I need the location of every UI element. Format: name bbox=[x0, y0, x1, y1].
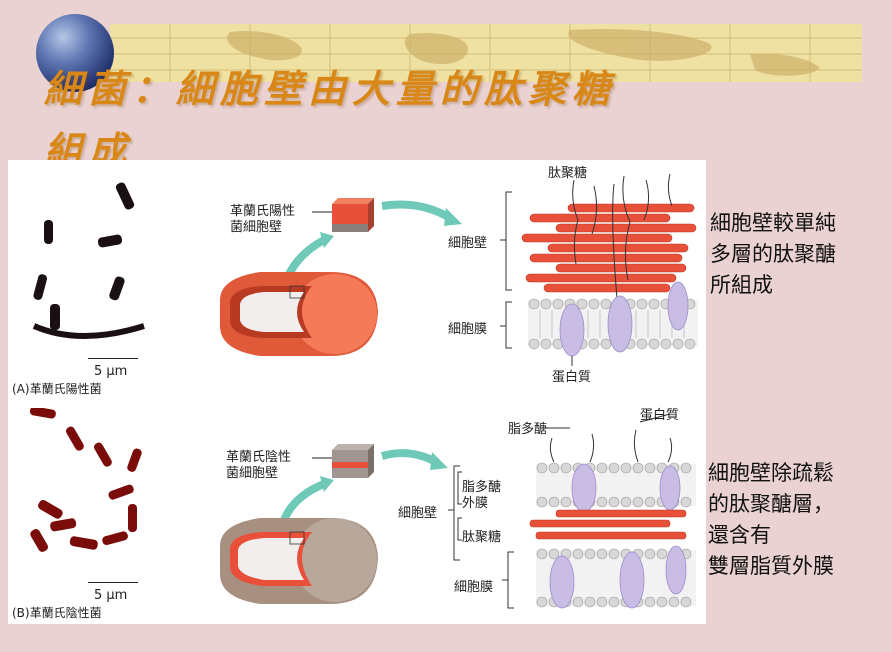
caption-gram-negative: (B)革蘭氏陰性菌 bbox=[12, 606, 102, 620]
cell-negative bbox=[220, 518, 378, 604]
label-lps: 脂多醣 bbox=[508, 422, 548, 437]
label-peptidoglycan-positive: 肽聚糖 bbox=[548, 166, 588, 181]
peptidoglycan-layers bbox=[521, 203, 697, 293]
label-cell-membrane-positive: 細胞膜 bbox=[448, 322, 488, 337]
cell-positive bbox=[220, 272, 378, 356]
label-protein-negative: 蛋白質 bbox=[640, 408, 680, 423]
wall-cube-negative bbox=[312, 444, 374, 478]
outer-membrane bbox=[536, 462, 696, 513]
label-gram-positive-line2: 菌細胞壁 bbox=[230, 220, 283, 235]
label-lps-outer-line2: 外膜 bbox=[462, 496, 489, 511]
label-cell-wall-negative: 細胞壁 bbox=[398, 506, 438, 521]
wall-cube-positive bbox=[312, 198, 374, 232]
label-lps-outer-line1: 脂多醣 bbox=[462, 480, 502, 495]
label-peptidoglycan-negative: 肽聚糖 bbox=[462, 530, 502, 545]
title-banner bbox=[110, 24, 862, 82]
desc-bottom-line-3: 還含有 bbox=[708, 523, 771, 547]
desc-top-line-3: 所組成 bbox=[710, 273, 773, 297]
cell-membrane-negative bbox=[536, 545, 696, 609]
desc-bottom-line-1: 細胞壁除疏鬆 bbox=[708, 461, 834, 485]
micrograph-gram-positive bbox=[10, 176, 150, 356]
label-cell-wall-positive: 細胞壁 bbox=[448, 236, 488, 251]
title-line-1: 細菌：細胞壁由大量的肽聚糖 bbox=[44, 67, 617, 111]
desc-bottom-line-4: 雙層脂質外膜 bbox=[708, 554, 834, 578]
desc-top-line-2: 多層的肽聚醣 bbox=[710, 242, 836, 266]
label-protein-positive: 蛋白質 bbox=[552, 370, 592, 385]
label-cell-membrane-negative: 細胞膜 bbox=[454, 580, 494, 595]
description-gram-positive: 細胞壁較單純 多層的肽聚醣 所組成 bbox=[710, 208, 836, 301]
desc-bottom-line-2: 的肽聚醣層， bbox=[708, 492, 834, 516]
scale-bar-b: 5 μm bbox=[88, 582, 138, 603]
world-map-pattern bbox=[110, 24, 862, 82]
cell-membrane-positive bbox=[528, 281, 698, 357]
globe-icon bbox=[36, 14, 114, 92]
peptidoglycan-negative bbox=[529, 509, 687, 540]
label-gram-negative-line2: 菌細胞壁 bbox=[226, 466, 279, 481]
desc-top-line-1: 細胞壁較單純 bbox=[710, 211, 836, 235]
label-gram-positive-line1: 革蘭氏陽性 bbox=[230, 204, 296, 219]
gram-positive-diagram bbox=[220, 173, 698, 366]
scale-bar-a: 5 μm bbox=[88, 358, 138, 379]
gram-negative-diagram bbox=[220, 413, 696, 609]
description-gram-negative: 細胞壁除疏鬆 的肽聚醣層， 還含有 雙層脂質外膜 bbox=[708, 458, 834, 582]
caption-gram-positive: (A)革蘭氏陽性菌 bbox=[12, 382, 102, 396]
micrograph-gram-negative bbox=[10, 406, 150, 578]
label-gram-negative-line1: 革蘭氏陰性 bbox=[226, 450, 292, 465]
